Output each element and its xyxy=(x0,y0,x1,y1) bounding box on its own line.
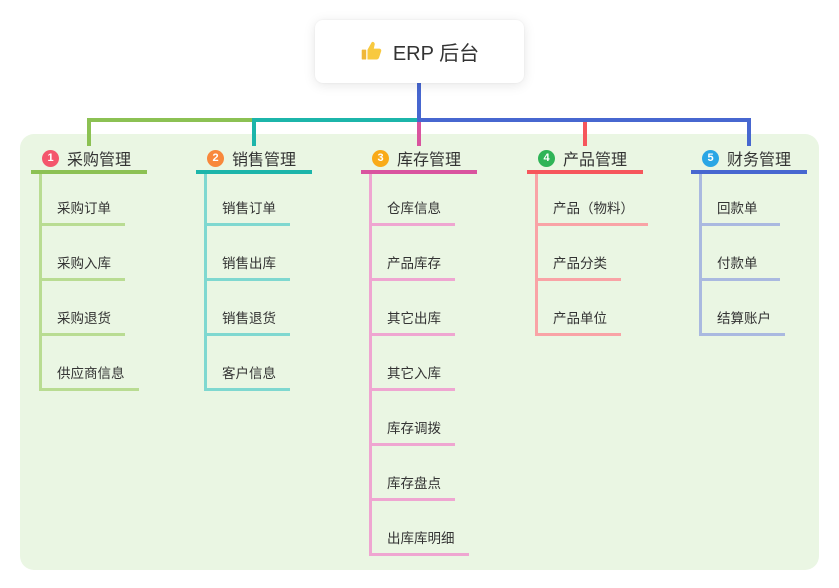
child-node-label: 产品（物料） xyxy=(553,201,634,216)
child-node-label: 采购订单 xyxy=(57,201,111,216)
branch-children: 销售订单销售出库销售退货客户信息 xyxy=(204,174,312,391)
child-node[interactable]: 采购退货 xyxy=(42,281,125,336)
thumbs-up-icon xyxy=(360,40,383,63)
child-node[interactable]: 付款单 xyxy=(702,226,780,281)
root-title: ERP 后台 xyxy=(392,43,480,65)
child-node-label: 仓库信息 xyxy=(387,201,441,216)
branch-children: 产品（物料） 产品分类产品单位 xyxy=(535,174,648,336)
child-node[interactable]: 回款单 xyxy=(702,174,780,226)
child-node-label: 回款单 xyxy=(717,201,758,216)
connector-line xyxy=(417,83,421,122)
branch-index-badge: 1 xyxy=(42,149,59,167)
child-node-label: 付款单 xyxy=(717,256,758,271)
branch-node[interactable]: 5 财务管理 xyxy=(691,146,807,174)
child-node[interactable]: 产品分类 xyxy=(538,226,621,281)
child-node-label: 产品分类 xyxy=(553,256,607,271)
child-node[interactable]: 客户信息 xyxy=(207,336,290,391)
branch-node[interactable]: 3 库存管理 xyxy=(361,146,477,174)
child-node-label: 结算账户 xyxy=(717,311,771,326)
child-node-label: 库存盘点 xyxy=(387,476,441,491)
child-node-label: 客户信息 xyxy=(222,366,276,381)
child-node-label: 其它出库 xyxy=(387,311,441,326)
canvas-panel xyxy=(20,134,819,570)
branch-title-label: 库存管理 xyxy=(397,152,462,169)
root-node[interactable]: ERP 后台 xyxy=(315,20,524,83)
child-node[interactable]: 结算账户 xyxy=(702,281,785,336)
branch-index-badge: 4 xyxy=(538,149,555,167)
child-node-label: 产品单位 xyxy=(553,311,607,326)
branch-column: 1 采购管理采购订单采购入库采购退货供应商信息 xyxy=(31,146,147,391)
connector-line xyxy=(417,122,421,146)
connector-line xyxy=(417,118,751,122)
child-node[interactable]: 供应商信息 xyxy=(42,336,139,391)
child-node[interactable]: 产品（物料） xyxy=(538,174,648,226)
child-node-label: 其它入库 xyxy=(387,366,441,381)
connector-line xyxy=(252,118,421,122)
child-node[interactable]: 库存盘点 xyxy=(372,446,455,501)
child-node-label: 采购入库 xyxy=(57,256,111,271)
child-node-label: 销售订单 xyxy=(222,201,276,216)
branch-title-label: 财务管理 xyxy=(727,152,792,169)
connector-line xyxy=(583,122,587,146)
branch-children: 采购订单采购入库采购退货供应商信息 xyxy=(39,174,147,391)
child-node[interactable]: 仓库信息 xyxy=(372,174,455,226)
connector-line xyxy=(87,118,91,146)
connector-line xyxy=(747,118,751,146)
child-node[interactable]: 产品单位 xyxy=(538,281,621,336)
branch-children: 仓库信息产品库存其它出库其它入库库存调拨库存盘点出库库明细 xyxy=(369,174,477,556)
branch-title-label: 采购管理 xyxy=(67,152,132,169)
child-node[interactable]: 销售退货 xyxy=(207,281,290,336)
branch-title-label: 产品管理 xyxy=(563,152,628,169)
child-node-label: 销售出库 xyxy=(222,256,276,271)
child-node[interactable]: 销售订单 xyxy=(207,174,290,226)
branch-column: 4 产品管理产品（物料） 产品分类产品单位 xyxy=(527,146,648,336)
child-node[interactable]: 销售出库 xyxy=(207,226,290,281)
child-node-label: 出库库明细 xyxy=(387,531,455,546)
child-node-label: 产品库存 xyxy=(387,256,441,271)
child-node-label: 库存调拨 xyxy=(387,421,441,436)
branch-node[interactable]: 2 销售管理 xyxy=(196,146,312,174)
branch-index-badge: 5 xyxy=(702,149,719,167)
branch-title-label: 销售管理 xyxy=(232,152,297,169)
branch-column: 3 库存管理仓库信息产品库存其它出库其它入库库存调拨库存盘点出库库明细 xyxy=(361,146,477,556)
connector-line xyxy=(252,118,256,146)
child-node[interactable]: 产品库存 xyxy=(372,226,455,281)
branch-index-badge: 2 xyxy=(207,149,224,167)
child-node[interactable]: 其它入库 xyxy=(372,336,455,391)
branch-column: 5 财务管理回款单付款单结算账户 xyxy=(691,146,807,336)
child-node[interactable]: 库存调拨 xyxy=(372,391,455,446)
child-node-label: 销售退货 xyxy=(222,311,276,326)
child-node[interactable]: 采购入库 xyxy=(42,226,125,281)
branch-node[interactable]: 1 采购管理 xyxy=(31,146,147,174)
branch-children: 回款单付款单结算账户 xyxy=(699,174,807,336)
branch-column: 2 销售管理销售订单销售出库销售退货客户信息 xyxy=(196,146,312,391)
branch-node[interactable]: 4 产品管理 xyxy=(527,146,643,174)
child-node[interactable]: 采购订单 xyxy=(42,174,125,226)
child-node-label: 供应商信息 xyxy=(57,366,125,381)
child-node-label: 采购退货 xyxy=(57,311,111,326)
branch-index-badge: 3 xyxy=(372,149,389,167)
child-node[interactable]: 其它出库 xyxy=(372,281,455,336)
child-node[interactable]: 出库库明细 xyxy=(372,501,469,556)
